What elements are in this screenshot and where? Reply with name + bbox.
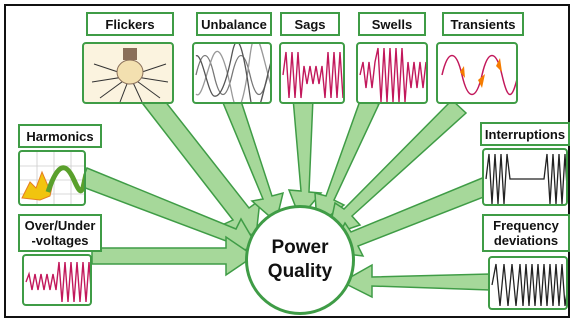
arrow-frequency [340,263,491,299]
label-over-under-line2: -voltages [31,233,89,248]
arrow-unbalance [219,97,285,224]
power-quality-center: Power Quality [245,205,355,315]
center-title-line2: Quality [267,261,333,282]
label-swells: Swells [358,12,426,36]
label-transients: Transients [442,12,524,36]
three-phase-wave-icon [192,42,272,104]
arrow-flickers [141,95,261,237]
arrow-over-under [91,235,256,277]
frequency-deviation-wave-icon [488,256,568,310]
over-under-voltage-wave-icon [22,254,92,306]
center-title-line1: Power [271,237,329,258]
label-over-under-line1: Over/Under [24,218,96,233]
label-interruptions: Interruptions [480,122,570,146]
flickers-icon [82,42,174,104]
interruption-wave-icon [482,148,568,206]
label-over-under: Over/Under -voltages [18,214,102,252]
label-frequency: Frequency deviations [482,214,570,252]
voltage-sag-wave-icon [279,42,345,104]
transient-wave-icon [436,42,518,104]
harmonic-wave-icon [18,150,86,206]
label-sags: Sags [280,12,340,36]
label-unbalance: Unbalance [196,12,272,36]
label-flickers: Flickers [86,12,174,36]
label-frequency-line2: deviations [493,233,559,248]
arrow-interruptions [328,173,500,257]
label-harmonics: Harmonics [18,124,102,148]
label-frequency-line1: Frequency [493,218,559,233]
voltage-swell-wave-icon [356,42,428,104]
